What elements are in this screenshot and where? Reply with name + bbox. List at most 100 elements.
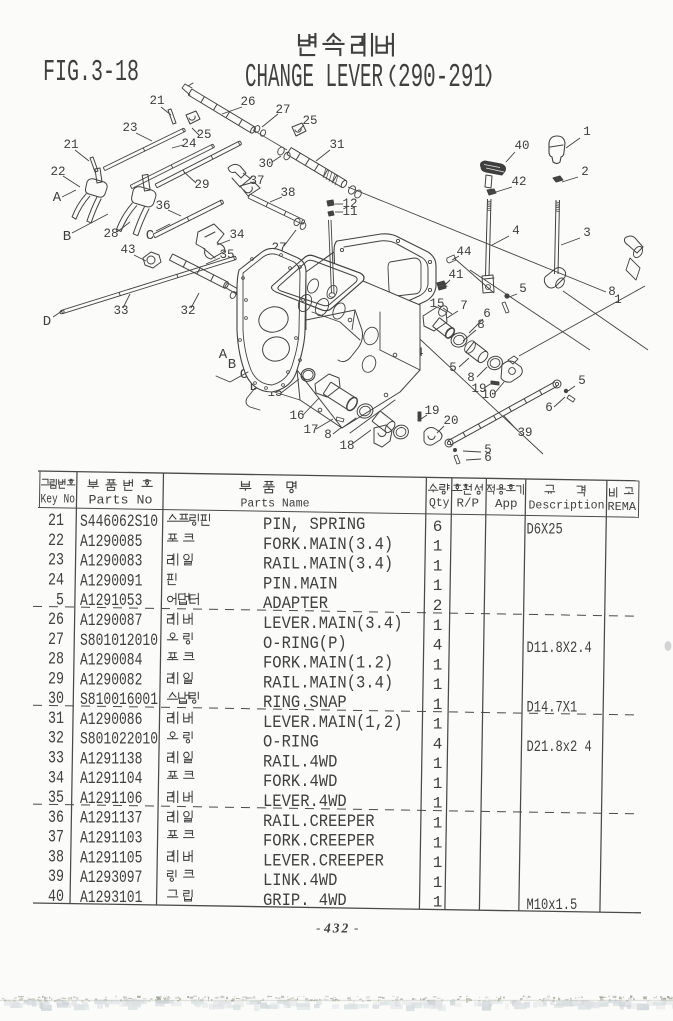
svg-text:30: 30 xyxy=(48,689,64,709)
svg-text:20: 20 xyxy=(443,414,458,428)
svg-text:27: 27 xyxy=(275,103,290,117)
svg-text:FIG.3-18: FIG.3-18 xyxy=(43,55,139,90)
svg-text:28: 28 xyxy=(48,650,64,670)
svg-text:A1290087: A1290087 xyxy=(80,611,142,631)
svg-text:36: 36 xyxy=(48,808,64,828)
svg-text:5: 5 xyxy=(484,443,492,457)
svg-text:D11.8X2.4: D11.8X2.4 xyxy=(527,639,592,657)
svg-text:R/P: R/P xyxy=(457,496,480,510)
svg-text:44: 44 xyxy=(456,245,471,259)
svg-text:1: 1 xyxy=(433,755,443,773)
svg-text:GRIP. 4WD: GRIP. 4WD xyxy=(263,891,347,911)
svg-text:A1290082: A1290082 xyxy=(80,670,142,690)
svg-text:22: 22 xyxy=(50,165,65,179)
svg-text:RAIL.MAIN(3.4): RAIL.MAIN(3.4) xyxy=(263,673,393,693)
svg-text:D: D xyxy=(43,314,51,330)
svg-text:22: 22 xyxy=(48,531,64,551)
svg-text:A1293101: A1293101 xyxy=(80,888,142,908)
svg-text:A1291138: A1291138 xyxy=(80,749,142,769)
svg-text:11: 11 xyxy=(342,205,357,219)
svg-text:S801022010: S801022010 xyxy=(80,730,158,750)
svg-text:7: 7 xyxy=(460,299,468,313)
svg-text:-: - xyxy=(316,920,320,935)
svg-text:18: 18 xyxy=(339,439,354,453)
svg-text:37: 37 xyxy=(48,828,64,848)
svg-text:1: 1 xyxy=(433,854,443,872)
svg-text:15: 15 xyxy=(429,297,444,311)
svg-text:38: 38 xyxy=(48,847,64,867)
svg-text:A1291103: A1291103 xyxy=(80,829,142,849)
svg-text:32: 32 xyxy=(180,304,195,318)
svg-text:1: 1 xyxy=(433,775,443,793)
svg-text:FORK.CREEPER: FORK.CREEPER xyxy=(263,832,375,852)
svg-text:1: 1 xyxy=(433,874,443,892)
svg-text:A1293097: A1293097 xyxy=(80,868,142,888)
svg-text:26: 26 xyxy=(48,610,64,630)
svg-text:1: 1 xyxy=(433,577,443,595)
svg-text:FORK.4WD: FORK.4WD xyxy=(263,772,337,792)
svg-text:37: 37 xyxy=(249,174,264,188)
svg-text:41: 41 xyxy=(448,268,463,282)
svg-text:A: A xyxy=(53,190,62,206)
svg-text:A1291053: A1291053 xyxy=(80,591,142,611)
svg-text:M10x1.5: M10x1.5 xyxy=(527,896,578,914)
svg-text:1: 1 xyxy=(433,894,443,912)
svg-text:12: 12 xyxy=(342,197,357,211)
svg-text:O-RING: O-RING xyxy=(263,733,319,753)
svg-text:FORK.MAIN(3.4): FORK.MAIN(3.4) xyxy=(263,535,393,555)
svg-text:40: 40 xyxy=(48,887,64,907)
svg-text:RING.SNAP: RING.SNAP xyxy=(263,693,347,713)
svg-text:RAIL.4WD: RAIL.4WD xyxy=(263,752,337,772)
svg-text:16: 16 xyxy=(289,409,304,423)
svg-text:D21.8x2 4: D21.8x2 4 xyxy=(527,738,592,756)
svg-text:REMA: REMA xyxy=(608,501,637,514)
svg-text:CHANGE LEVER: CHANGE LEVER xyxy=(245,59,383,96)
svg-text:Parts No: Parts No xyxy=(89,492,153,507)
svg-text:32: 32 xyxy=(48,729,64,749)
svg-text:31: 31 xyxy=(48,709,64,729)
svg-text:1: 1 xyxy=(433,795,443,813)
svg-text:D: D xyxy=(250,379,258,395)
svg-text:17: 17 xyxy=(303,423,318,437)
svg-text:1: 1 xyxy=(433,716,443,734)
svg-text:Key No: Key No xyxy=(41,492,76,506)
svg-text:1: 1 xyxy=(433,834,443,852)
svg-text:S810016001: S810016001 xyxy=(80,690,158,710)
svg-text:4: 4 xyxy=(512,224,520,238)
svg-text:5: 5 xyxy=(449,361,457,375)
svg-text:35: 35 xyxy=(48,788,64,808)
svg-text:A1291137: A1291137 xyxy=(80,809,142,829)
svg-text:5: 5 xyxy=(56,590,64,610)
svg-text:38: 38 xyxy=(280,186,295,200)
svg-text:D14.7X1: D14.7X1 xyxy=(527,698,578,716)
svg-text:A: A xyxy=(219,347,228,363)
svg-text:8: 8 xyxy=(608,285,616,299)
svg-text:31: 31 xyxy=(329,138,344,152)
svg-text:A1290083: A1290083 xyxy=(80,552,142,572)
svg-text:App: App xyxy=(495,497,518,511)
svg-text:25: 25 xyxy=(302,114,317,128)
svg-text:B: B xyxy=(63,229,71,245)
svg-text:PIN.MAIN: PIN.MAIN xyxy=(263,574,337,594)
svg-text:24: 24 xyxy=(181,137,196,151)
svg-text:C: C xyxy=(240,367,248,383)
svg-text:43: 43 xyxy=(120,243,135,257)
svg-text:LEVER.CREEPER: LEVER.CREEPER xyxy=(263,851,384,871)
svg-text:29: 29 xyxy=(194,178,209,192)
svg-text:21: 21 xyxy=(63,138,78,152)
svg-text:FORK.MAIN(1.2): FORK.MAIN(1.2) xyxy=(263,654,393,674)
svg-text:5: 5 xyxy=(578,374,586,388)
svg-text:Qty: Qty xyxy=(429,496,450,510)
svg-text:34: 34 xyxy=(229,228,244,242)
svg-text:A1290085: A1290085 xyxy=(80,532,142,552)
svg-text:S801012010: S801012010 xyxy=(80,631,158,651)
svg-text:C: C xyxy=(146,228,154,244)
svg-text:34: 34 xyxy=(48,768,64,788)
svg-text:3: 3 xyxy=(583,226,591,240)
svg-text:36: 36 xyxy=(155,199,170,213)
svg-text:27: 27 xyxy=(48,630,64,650)
svg-text:S446062S10: S446062S10 xyxy=(80,512,158,532)
svg-text:Parts Name: Parts Name xyxy=(241,497,310,510)
svg-text:B: B xyxy=(228,357,236,373)
svg-text:8: 8 xyxy=(324,428,332,442)
